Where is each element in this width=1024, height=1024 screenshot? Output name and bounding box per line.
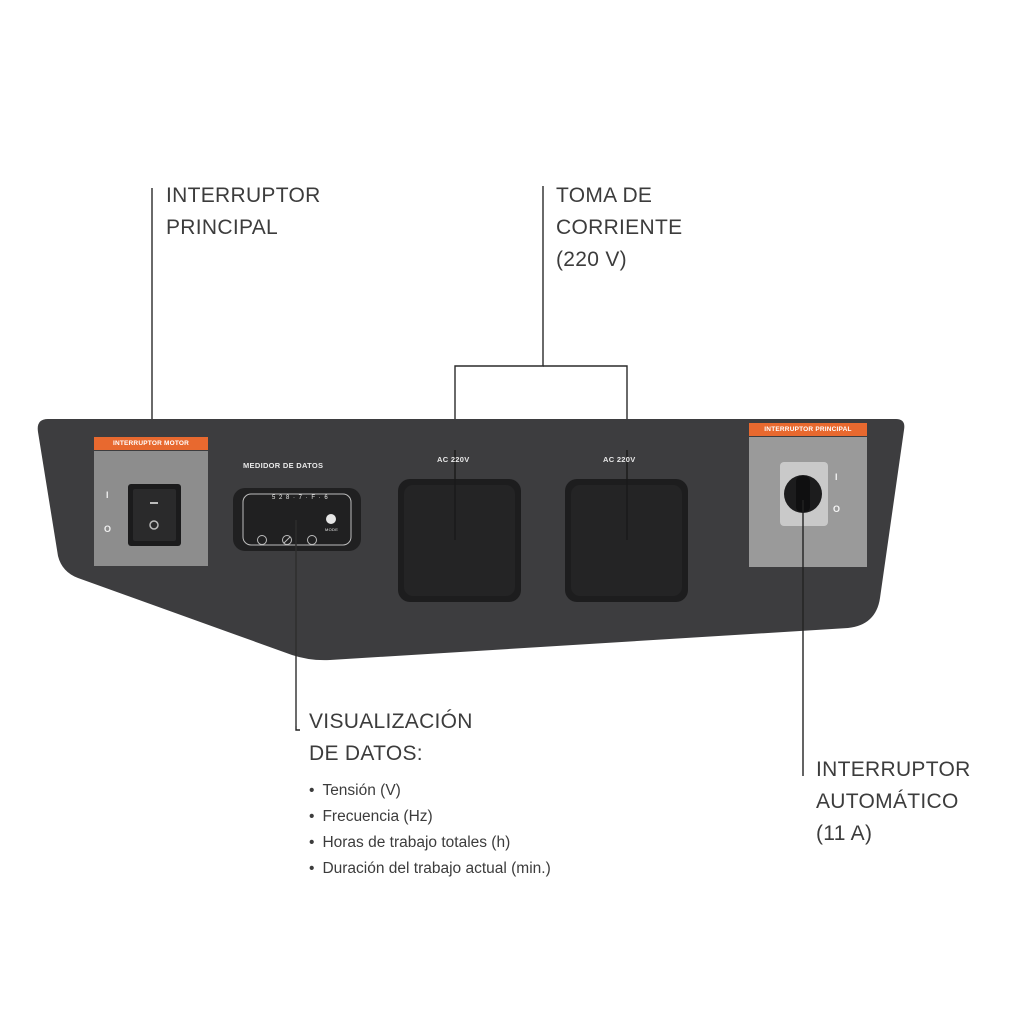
callout-outlet-line-3: (220 V) <box>556 248 627 271</box>
main-on-symbol: I <box>835 472 838 482</box>
callout-breaker: INTERRUPTOR AUTOMÁTICO (11 A) <box>816 754 971 850</box>
display-item: Duración del trabajo actual (min.) <box>309 856 550 882</box>
display-item: Tensión (V) <box>309 778 551 804</box>
motor-on-symbol: I <box>106 490 109 500</box>
display-items-list: Tensión (V) Frecuencia (Hz) Horas de tra… <box>309 778 551 882</box>
main-off-symbol: O <box>833 504 841 514</box>
meter-screen-text: 5 2 8 · 7 · F · 6 <box>272 495 329 501</box>
callout-outlet-line-2: CORRIENTE <box>556 216 683 239</box>
data-meter <box>233 488 361 551</box>
meter-label: MEDIDOR DE DATOS <box>243 461 324 470</box>
display-item: Frecuencia (Hz) <box>309 804 551 830</box>
motor-switch-tag: INTERRUPTOR MOTOR <box>94 437 208 450</box>
callout-breaker-line-3: (11 A) <box>816 822 873 845</box>
callout-outlet-line-1: TOMA DE <box>556 184 653 207</box>
motor-off-symbol: O <box>104 524 112 534</box>
main-switch-tag: INTERRUPTOR PRINCIPAL <box>749 423 867 436</box>
callout-main-switch-line-1: INTERRUPTOR <box>166 184 321 207</box>
outlet-left-label: AC 220V <box>437 455 470 464</box>
callout-main-switch: INTERRUPTOR PRINCIPAL <box>166 180 321 244</box>
callout-display: VISUALIZACIÓN DE DATOS: <box>309 706 473 770</box>
callout-outlet: TOMA DE CORRIENTE (220 V) <box>556 180 682 276</box>
callout-main-switch-line-2: PRINCIPAL <box>166 216 279 239</box>
outlet-right-label: AC 220V <box>603 455 636 464</box>
callout-display-line-1: VISUALIZACIÓN <box>309 710 473 733</box>
callout-breaker-line-2: AUTOMÁTICO <box>816 790 959 813</box>
callout-display-line-2: DE DATOS: <box>309 742 423 765</box>
display-item: Horas de trabajo totales (h) <box>309 830 551 856</box>
callout-breaker-line-1: INTERRUPTOR <box>816 758 971 781</box>
meter-mode-button[interactable] <box>326 514 336 524</box>
meter-mode-label: MODE <box>325 527 339 532</box>
